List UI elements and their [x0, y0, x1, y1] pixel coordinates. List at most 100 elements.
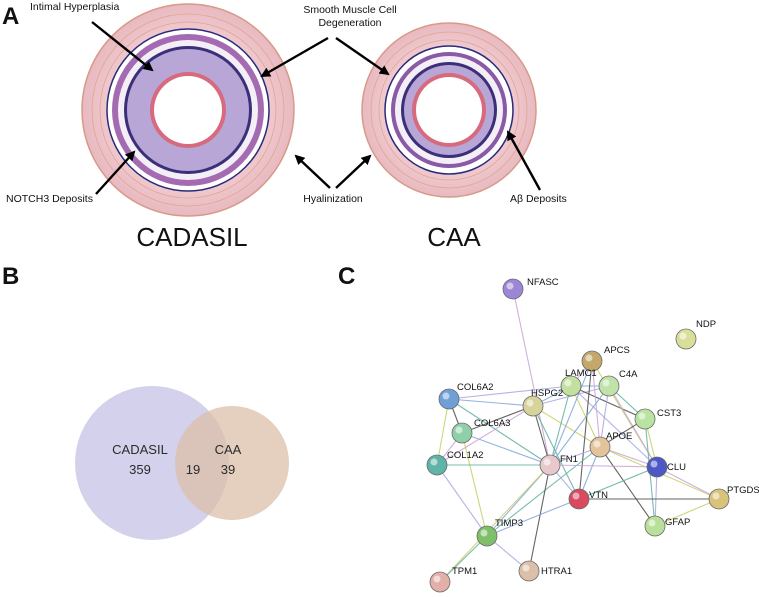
- network-node-highlight: [430, 458, 438, 466]
- network-node-highlight: [480, 529, 488, 537]
- network-node-vtn[interactable]: VTN: [568, 488, 608, 510]
- network-node-label: PTGDS: [727, 485, 759, 496]
- arrow-intimal: [91, 21, 154, 72]
- network-edge-clu-vtn: [578, 466, 658, 500]
- network-node-circle: [568, 488, 590, 510]
- network-edge-fn1-tpm1: [439, 464, 551, 583]
- network-node-highlight: [526, 399, 534, 407]
- network-edge-col6a2-fn1: [448, 398, 551, 466]
- venn-label-caa: CAA: [215, 442, 242, 457]
- network-node-circle: [646, 456, 668, 478]
- network-node-label: APOE: [606, 431, 632, 442]
- network-node-clu[interactable]: CLU: [646, 456, 686, 478]
- network-node-highlight: [638, 412, 646, 420]
- network-node-cst3[interactable]: CST3: [634, 408, 681, 430]
- network-node-circle: [502, 278, 524, 300]
- network-edge-fn1-htra1: [528, 464, 551, 572]
- network-node-col6a3[interactable]: COL6A3: [451, 418, 510, 444]
- network-node-label: CLU: [667, 462, 686, 473]
- network-edge-col6a3-fn1: [461, 432, 551, 466]
- network-node-circle: [675, 328, 697, 350]
- protein-interaction-network: NFASC NDP APCS LAMC1 C4A COL6A2 HSPG2CST3COL6A…: [426, 277, 759, 593]
- network-node-gfap[interactable]: GFAP: [644, 515, 690, 537]
- network-node-label: FN1: [560, 454, 578, 465]
- network-node-circle: [522, 395, 544, 417]
- network-node-hspg2[interactable]: HSPG2: [522, 388, 563, 417]
- callout-smc-line1: Smooth Muscle Cell: [303, 4, 396, 16]
- network-edge-lamc1-cst3: [570, 385, 646, 420]
- network-node-highlight: [564, 379, 572, 387]
- network-edge-col6a3-timp3: [461, 432, 488, 537]
- venn-count-overlap: 19: [186, 462, 200, 477]
- panel-letter-a: A: [2, 3, 19, 30]
- network-node-lamc1[interactable]: LAMC1: [560, 368, 597, 397]
- network-node-col1a2[interactable]: COL1A2: [426, 450, 483, 476]
- network-node-label: LAMC1: [565, 368, 597, 379]
- arrow-smc-cadasil: [260, 36, 329, 78]
- venn-label-cadasil: CADASIL: [112, 442, 168, 457]
- caa-vessel-illustration: [361, 22, 537, 198]
- network-node-ndp[interactable]: NDP: [675, 319, 716, 350]
- network-edge-col6a3-hspg2: [461, 405, 534, 434]
- network-edge-col1a2-timp3: [436, 464, 488, 537]
- panel-letter-c: C: [338, 263, 355, 290]
- network-node-htra1[interactable]: HTRA1: [518, 560, 572, 582]
- network-node-circle: [598, 375, 620, 397]
- network-node-tpm1[interactable]: TPM1: [429, 566, 477, 593]
- arrow-hyalinization-right: [335, 154, 372, 189]
- network-node-label: TIMP3: [495, 518, 523, 529]
- arrow-smc-caa: [335, 37, 390, 76]
- network-node-nfasc[interactable]: NFASC: [502, 277, 559, 300]
- venn-count-cadasil-only: 359: [129, 462, 151, 477]
- network-edge-hspg2-vtn: [532, 405, 580, 500]
- network-node-label: COL6A3: [474, 418, 510, 429]
- network-node-apcs[interactable]: APCS: [581, 345, 630, 372]
- network-node-label: HTRA1: [541, 566, 572, 577]
- network-node-circle: [539, 454, 561, 476]
- network-node-label: C4A: [619, 369, 638, 380]
- network-node-circle: [708, 488, 730, 510]
- network-edge-timp3-tpm1: [439, 535, 488, 583]
- callout-intimal-hyperplasia: Intimal Hyperplasia: [30, 1, 119, 13]
- network-edge-apcs-vtn: [578, 360, 593, 500]
- vessel-title-caa: CAA: [427, 222, 481, 252]
- network-node-fn1[interactable]: FN1: [539, 454, 578, 476]
- network-node-c4a[interactable]: C4A: [598, 369, 638, 397]
- network-node-highlight: [455, 426, 463, 434]
- network-node-label: CST3: [657, 408, 681, 419]
- network-node-label: GFAP: [665, 517, 690, 528]
- callout-hyalinization: Hyalinization: [303, 193, 363, 205]
- network-edge-lamc1-apoe: [570, 385, 601, 448]
- network-nodes: NFASC NDP APCS LAMC1 C4A COL6A2 HSPG2CST3COL6A…: [426, 277, 759, 593]
- callout-arrows: [91, 21, 542, 195]
- network-edge-col6a2-col1a2: [436, 398, 450, 466]
- callout-abeta-deposits: Aβ Deposits: [510, 193, 567, 205]
- callout-notch3-deposits: NOTCH3 Deposits: [6, 193, 93, 205]
- network-node-circle: [426, 454, 448, 476]
- network-node-highlight: [522, 564, 530, 572]
- vessel-title-cadasil: CADASIL: [136, 222, 247, 252]
- network-edge-clu-ptgds: [656, 466, 720, 500]
- network-edge-apoe-timp3: [486, 446, 601, 537]
- network-node-timp3[interactable]: TIMP3: [476, 518, 523, 547]
- network-edge-lamc1-fn1: [549, 385, 572, 466]
- network-edge-apoe-gfap: [599, 446, 656, 527]
- network-edge-nfasc-fn1: [512, 288, 551, 466]
- network-edge-vtn-timp3: [486, 498, 580, 537]
- network-node-ptgds[interactable]: PTGDS: [708, 485, 759, 510]
- cadasil-vessel-illustration: [81, 3, 295, 217]
- network-node-circle: [644, 515, 666, 537]
- network-node-circle: [560, 375, 582, 397]
- network-node-label: NFASC: [527, 277, 559, 288]
- network-node-col6a2[interactable]: COL6A2: [438, 382, 493, 410]
- network-node-circle: [429, 571, 451, 593]
- network-node-highlight: [442, 392, 450, 400]
- network-node-highlight: [506, 282, 514, 290]
- arrow-abeta: [506, 130, 542, 191]
- network-node-apoe[interactable]: APOE: [589, 431, 632, 458]
- network-node-label: APCS: [604, 345, 630, 356]
- network-node-circle: [518, 560, 540, 582]
- network-node-highlight: [585, 354, 593, 362]
- network-edge-fn1-clu: [549, 464, 658, 468]
